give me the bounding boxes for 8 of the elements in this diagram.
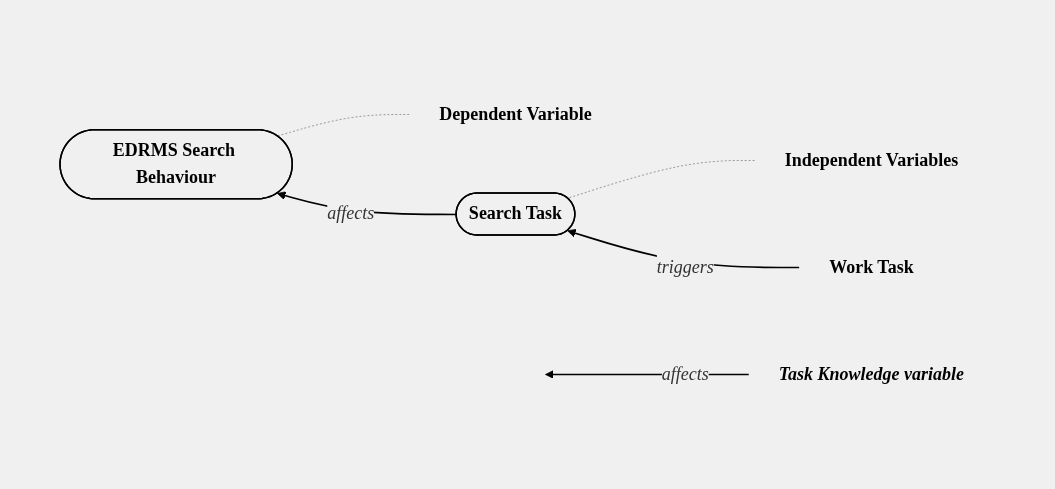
leader-line [567,160,756,199]
edge-label: affects [327,203,375,224]
node-text: Dependent Variable [439,104,593,124]
edge-label: affects [662,363,710,384]
node-text: Task Knowledge variable [779,363,965,384]
node-text: Work Task [829,256,915,277]
edge-label: triggers [657,256,715,277]
node-text: Independent Variables [785,150,959,170]
